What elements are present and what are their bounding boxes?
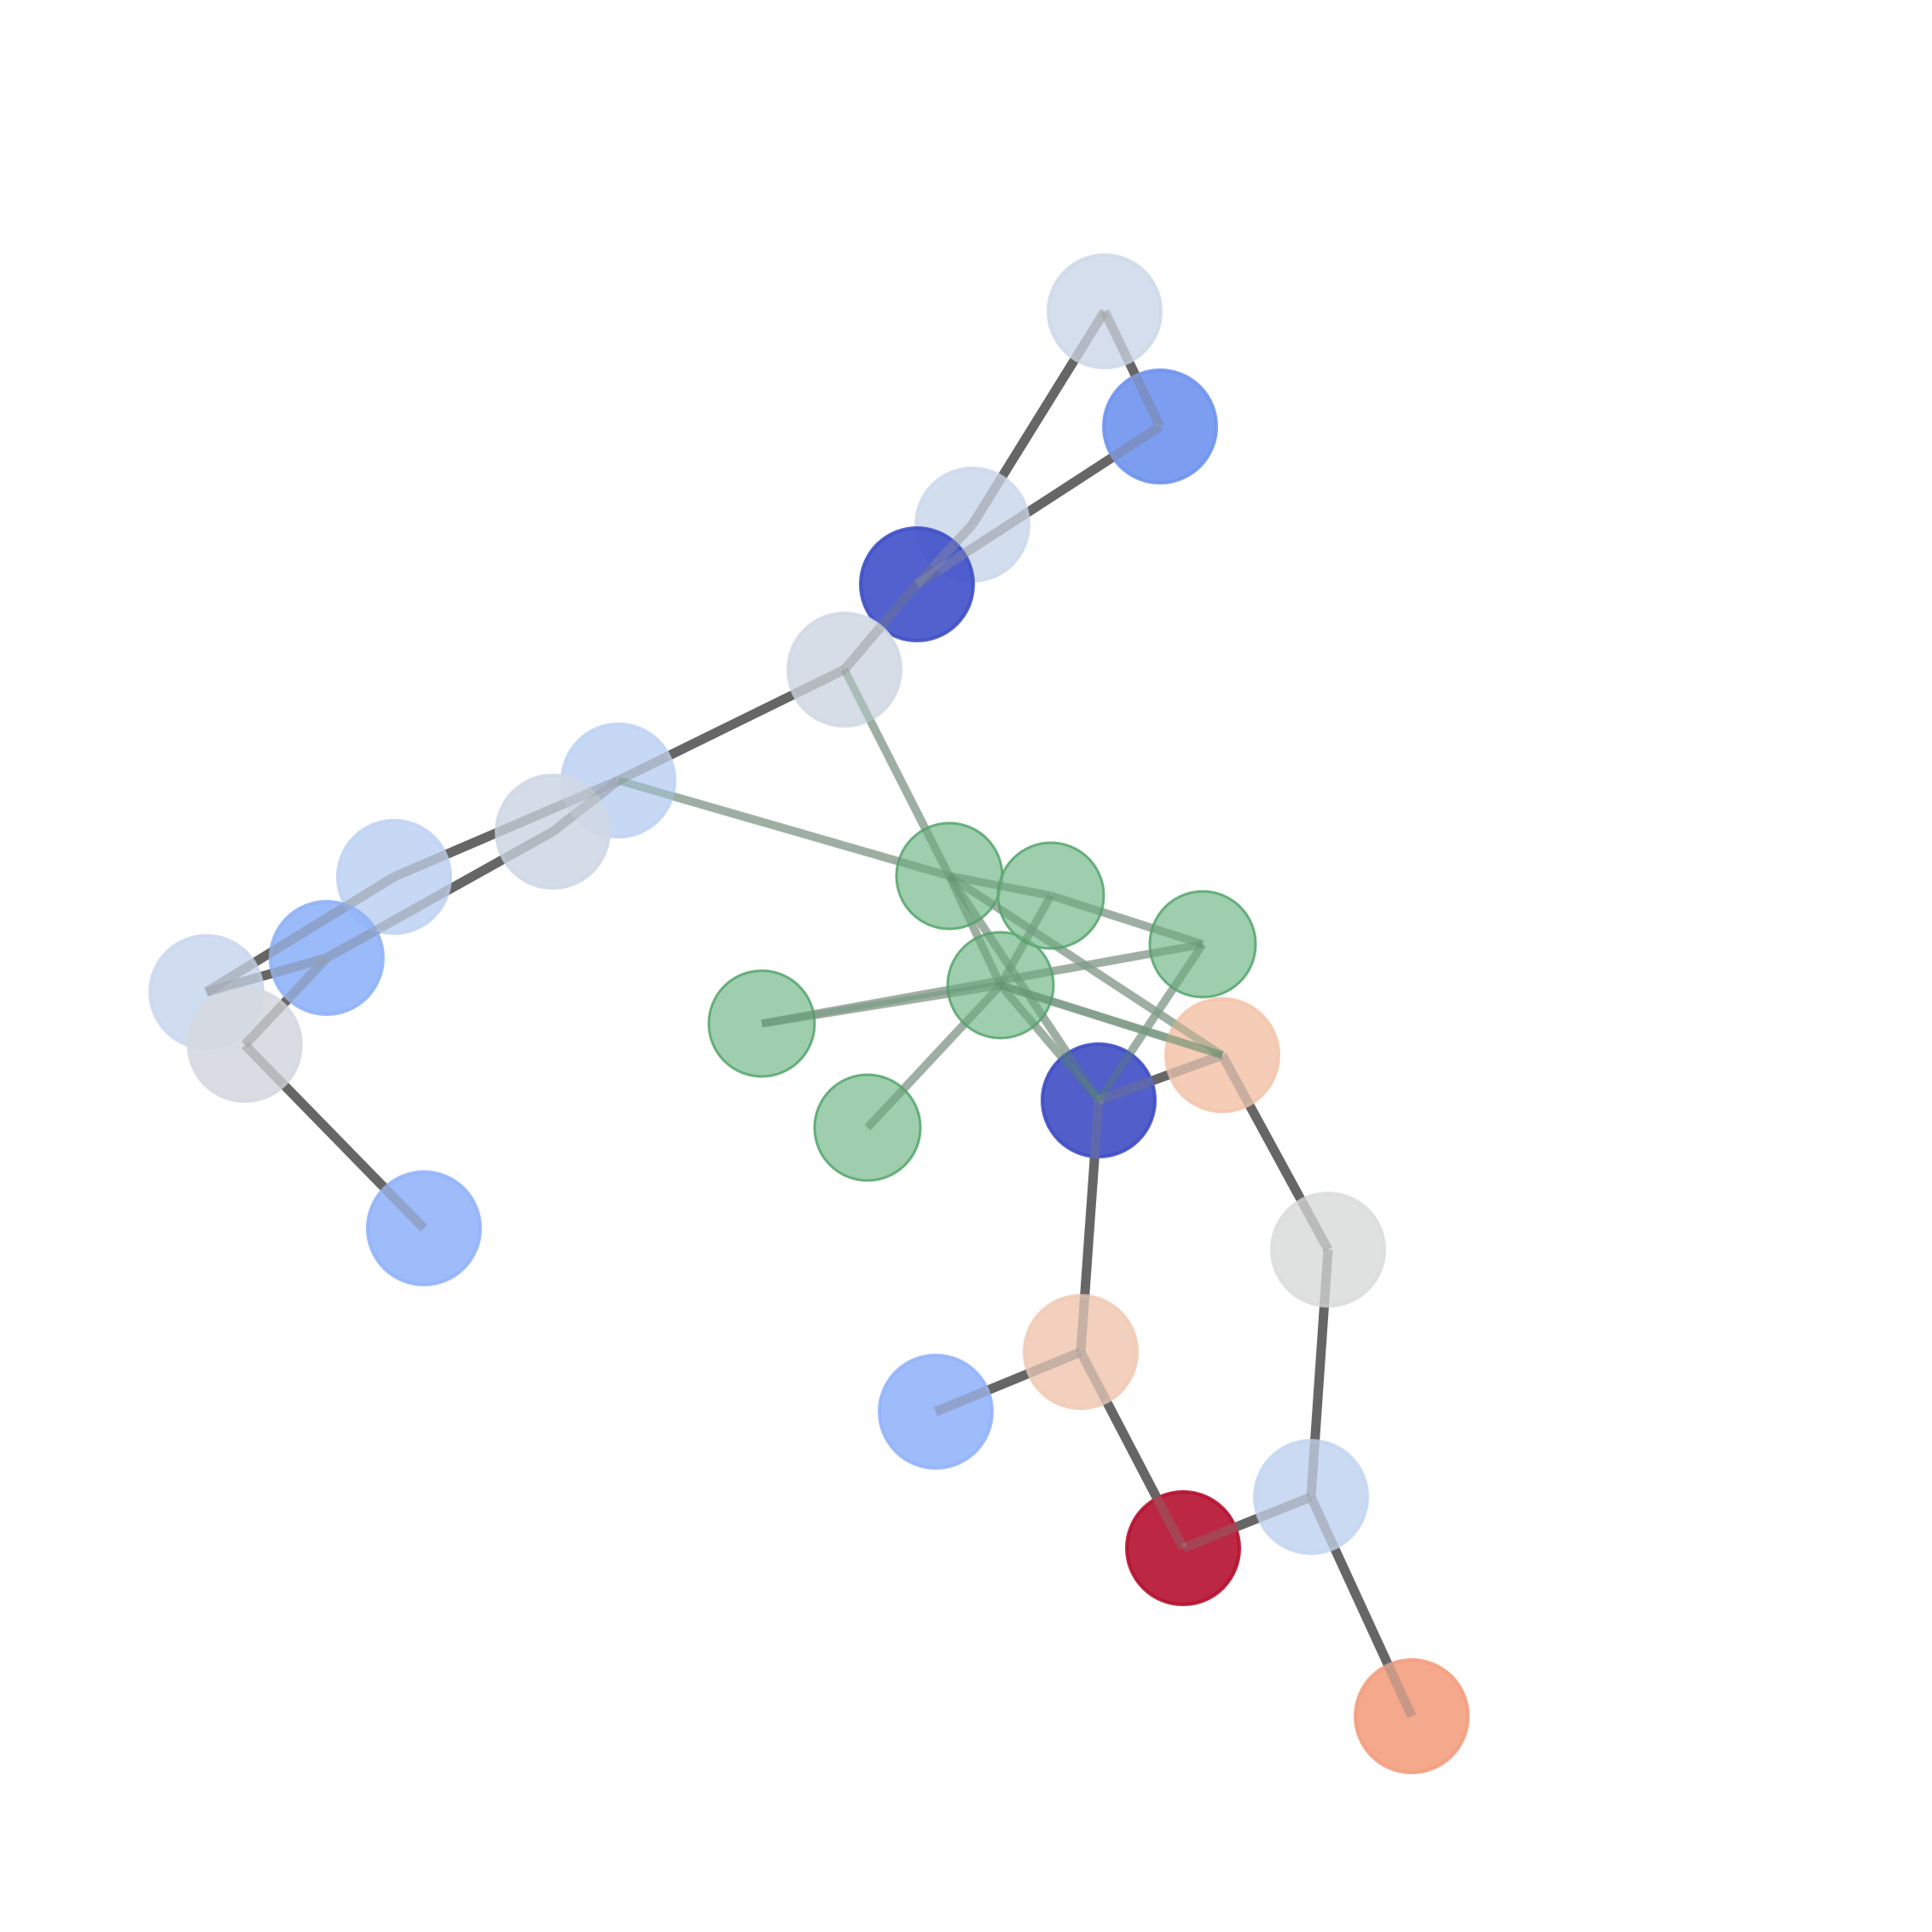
overlay-edges: [204, 309, 1416, 1719]
bond-overlay-n06-n08: [392, 775, 621, 882]
graph-node-n16: [1023, 1294, 1139, 1410]
bond-overlay-n03-n04: [913, 521, 977, 588]
graph-node-n04: [859, 526, 975, 642]
graph-node-n13: [1041, 1042, 1157, 1158]
graph-node-n11: [187, 987, 303, 1103]
bond-overlay-n05-n06: [616, 665, 847, 785]
graph-node-n19: [1253, 1439, 1369, 1555]
bond-overlay-n16-n18: [1076, 1349, 1187, 1551]
bond-overlay-n13-n16: [1076, 1099, 1104, 1353]
interaction-overlay-g1-n13: [946, 873, 1102, 1103]
interaction-overlay-n05-g1: [840, 667, 954, 879]
bond-overlay-n11-n12: [241, 1041, 427, 1232]
bond-overlay-n09-n11: [241, 954, 331, 1048]
interaction-overlay-g5-n13: [1095, 942, 1206, 1103]
bond-overlay-n08-n10: [204, 873, 397, 996]
interaction-overlay-g3-n14: [999, 981, 1224, 1059]
graph-node-n15: [1270, 1192, 1386, 1308]
bond-overlay-n19-n20: [1307, 1494, 1416, 1719]
bond-overlay-n18-n19: [1181, 1492, 1314, 1553]
bond-overlay-n13-n14: [1097, 1050, 1224, 1105]
bond-overlay-n04-n05: [840, 581, 921, 673]
bond-overlay-n16-n17: [933, 1347, 1083, 1417]
graph-node-n08: [336, 819, 452, 935]
graph-nodes: [148, 253, 1470, 1774]
bond-overlay-n02-n04: [914, 422, 1163, 589]
graph-node-n18: [1125, 1490, 1241, 1606]
interaction-overlay-g1-g6: [949, 872, 1052, 900]
bond-overlay-n06-n07: [549, 776, 622, 836]
interaction-node-g6: [996, 841, 1105, 950]
interaction-overlay-n06-g1: [617, 776, 951, 880]
graph-node-n12: [366, 1170, 482, 1286]
graph-node-n07: [495, 774, 611, 890]
interaction-overlay-g6-g5: [1049, 891, 1204, 949]
interaction-overlay-g3-g6: [997, 893, 1054, 988]
interaction-overlay-g3-n13: [997, 983, 1102, 1103]
graph-node-n02: [1102, 368, 1218, 484]
interaction-overlay-g4-g3: [864, 982, 1004, 1131]
bond-overlay-n01-n02: [1100, 309, 1164, 429]
graph-node-n01: [1047, 253, 1163, 369]
graph-node-n09: [269, 900, 385, 1016]
interaction-node-g2: [707, 969, 816, 1078]
bond-overlay-n14-n15: [1218, 1053, 1332, 1252]
interaction-overlay-g1-n14: [947, 873, 1225, 1059]
graph-node-n17: [878, 1354, 994, 1470]
graph-node-n20: [1354, 1658, 1470, 1774]
interaction-overlay-g1-g3: [945, 874, 1005, 987]
graph-node-n05: [786, 612, 902, 728]
interaction-overlay-g2-g3: [761, 981, 1001, 1028]
bond-overlay-n07-n09: [324, 827, 555, 962]
bond-overlay-n01-n03: [968, 309, 1109, 527]
interaction-node-g5: [1148, 890, 1257, 999]
graph-node-n14: [1164, 997, 1280, 1113]
interaction-node-g4: [813, 1073, 922, 1182]
interaction-overlay-g2-g5: [761, 940, 1204, 1028]
bond-overlay-n15-n19: [1306, 1249, 1333, 1498]
bond-overlay-n09-n10: [205, 953, 328, 997]
interaction-overlay-g3-n14: [999, 981, 1224, 1059]
interaction-node-g3: [946, 931, 1055, 1040]
